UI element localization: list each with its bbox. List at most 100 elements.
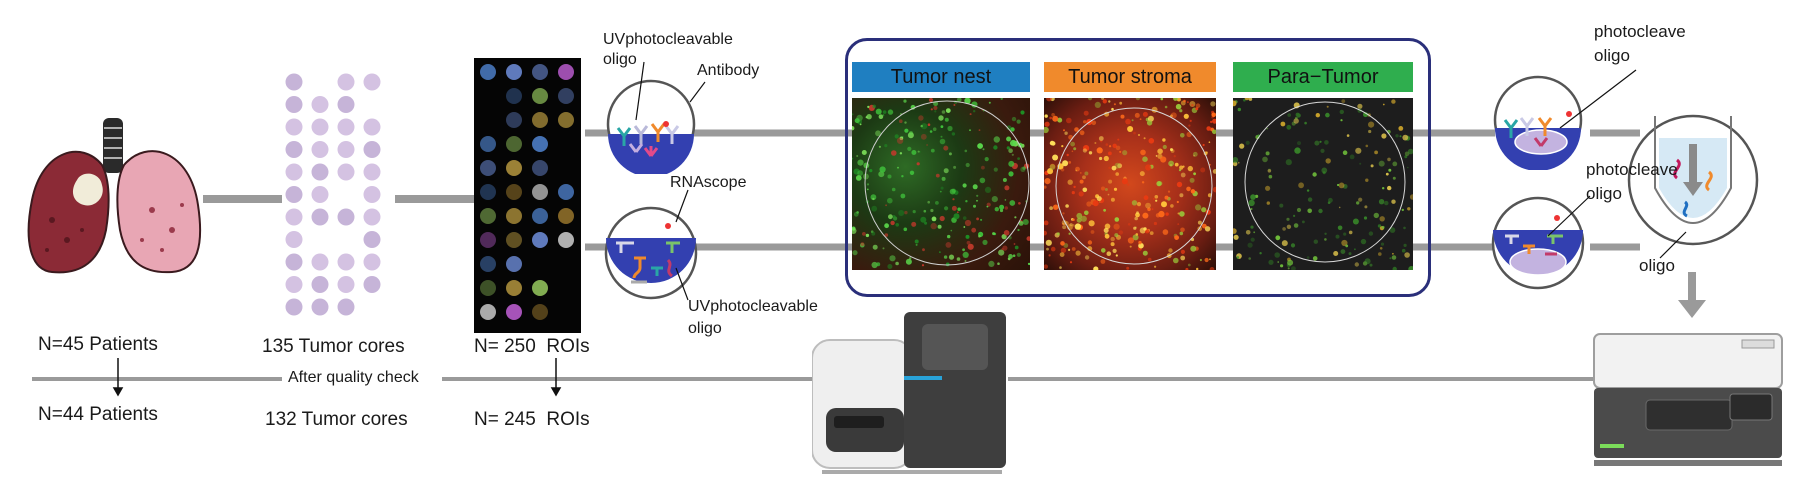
roi-speck [1325, 158, 1331, 164]
tma-core [363, 231, 381, 248]
roi-speck [939, 190, 942, 193]
roi-speck [1004, 185, 1010, 191]
slide-core [506, 208, 522, 224]
roi-speck [1083, 145, 1090, 152]
roi-speck [1202, 143, 1205, 147]
roi-speck [1132, 234, 1139, 241]
roi-speck [930, 108, 933, 111]
roi-speck [878, 171, 885, 178]
tma-core [337, 276, 355, 293]
roi-speck [1162, 138, 1166, 142]
roi-speck [1056, 232, 1060, 236]
roi-speck [1067, 179, 1073, 185]
roi-speck [1265, 151, 1270, 156]
slide-core [532, 208, 548, 224]
roi-speck [1094, 101, 1101, 108]
roi-speck [1113, 103, 1116, 106]
roi-speck [1127, 237, 1134, 244]
roi-speck [1170, 112, 1177, 119]
roi-speck [1245, 140, 1250, 145]
roi-speck [1404, 252, 1410, 258]
roi-speck [1187, 101, 1189, 103]
tma-core [311, 186, 329, 203]
slide-core [558, 64, 574, 80]
roi-speck [1108, 166, 1111, 169]
roi-speck [1075, 169, 1078, 172]
roi-speck [1340, 119, 1343, 122]
roi-speck [1068, 232, 1071, 235]
roi-speck [1126, 266, 1130, 270]
roi-speck [930, 148, 935, 153]
roi-speck [869, 169, 873, 173]
roi-speck [1135, 98, 1140, 101]
roi-speck [1013, 243, 1016, 245]
roi-speck [1392, 161, 1398, 167]
roi-speck [1363, 216, 1368, 220]
roi-speck [895, 223, 899, 227]
slide-core [506, 304, 522, 320]
roi-speck [1189, 119, 1192, 122]
roi-speck [982, 239, 988, 245]
roi-speck [1174, 235, 1179, 241]
photocleave-rnascope-well-icon [1491, 196, 1585, 290]
roi-speck [872, 197, 875, 201]
roi-speck [1401, 208, 1404, 212]
roi-speck [1160, 156, 1167, 163]
roi-speck [1177, 212, 1180, 215]
roi-speck [1092, 200, 1099, 207]
roi-speck [1199, 258, 1202, 262]
roi-speck [1008, 148, 1013, 153]
roi-speck [1192, 151, 1198, 157]
roi-speck [1193, 172, 1196, 176]
roi-speck [1180, 255, 1186, 261]
roi-speck [1020, 166, 1026, 172]
roi-speck [1253, 231, 1256, 234]
roi-speck [1142, 111, 1148, 117]
roi-speck [965, 162, 970, 168]
roi-speck [1190, 189, 1196, 194]
roi-speck [1002, 245, 1008, 251]
roi-speck [909, 257, 912, 260]
slide-core [506, 88, 522, 104]
roi-speck [1162, 144, 1167, 150]
roi-speck [1175, 103, 1182, 110]
collection-tube-icon [1627, 114, 1759, 246]
roi-speck [1174, 162, 1179, 167]
tma-core [363, 141, 381, 158]
roi-speck [1161, 201, 1167, 208]
roi-speck [1002, 178, 1007, 182]
tma-core [311, 141, 329, 158]
roi-speck [1135, 212, 1140, 218]
roi-speck [988, 101, 991, 104]
roi-speck [962, 248, 965, 252]
roi-speck [1091, 120, 1097, 126]
roi-speck [1139, 171, 1145, 177]
roi-label-tumor-nest: Tumor nest [890, 65, 992, 88]
roi-speck [1080, 215, 1087, 222]
roi-speck [1204, 226, 1211, 232]
tissue-microarray-icon [285, 73, 381, 316]
roi-speck [1368, 121, 1375, 128]
roi-speck [870, 230, 874, 233]
roi-speck [1312, 256, 1318, 261]
roi-speck [944, 206, 949, 211]
roi-speck [1072, 218, 1075, 221]
roi-speck [1349, 154, 1355, 160]
roi-speck [1186, 186, 1191, 192]
roi-speck [1382, 187, 1385, 190]
roi-speck [1127, 183, 1130, 186]
roi-speck [900, 193, 906, 199]
roi-speck [1084, 210, 1089, 216]
roi-speck [1250, 207, 1253, 211]
roi-speck [1206, 126, 1211, 131]
slide-core [480, 136, 496, 152]
roi-speck [997, 262, 1000, 265]
roi-speck [1049, 206, 1053, 210]
roi-speck [1321, 167, 1328, 174]
roi-speck [1248, 98, 1253, 101]
roi-speck [875, 108, 882, 115]
uv-oligo-bottom-label: UVphotocleavable oligo [688, 298, 818, 337]
roi-speck [1112, 143, 1117, 148]
roi-speck [1014, 245, 1019, 250]
roi-speck [1204, 257, 1209, 263]
